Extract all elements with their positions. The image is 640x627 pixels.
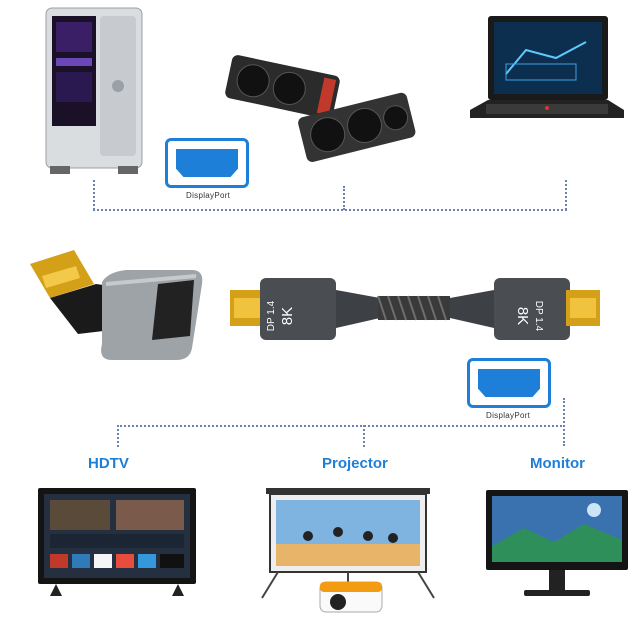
cable-resolution: 8K — [279, 306, 296, 326]
cable-label-left: DP 1.4 8K — [264, 286, 296, 346]
bottom-connector-line — [117, 425, 565, 427]
displayport-label-bottom: DisplayPort — [486, 411, 531, 420]
displayport-logo-bottom — [467, 358, 551, 408]
hdtv-label: HDTV — [88, 455, 129, 472]
displayport-cable-image — [230, 278, 600, 340]
monitor-image — [486, 490, 628, 596]
hdtv-image — [38, 488, 196, 596]
laptop-image — [470, 16, 624, 118]
right-angle-adapter-image — [30, 250, 203, 360]
cable-label-right: DP 1.4 8K — [514, 286, 546, 346]
pc-tower-image — [45, 7, 143, 174]
graphics-cards-image — [225, 55, 416, 162]
cable-dp-version: DP 1.4 — [266, 300, 277, 332]
cable-dp-version: DP 1.4 — [533, 300, 544, 332]
displayport-logo-top — [165, 138, 249, 188]
top-connector-line — [93, 209, 567, 211]
projector-screen-image — [261, 488, 435, 613]
displayport-label-top: DisplayPort — [186, 191, 231, 200]
cable-resolution: 8K — [514, 306, 531, 326]
projector-label: Projector — [322, 455, 388, 472]
monitor-label: Monitor — [530, 455, 585, 472]
